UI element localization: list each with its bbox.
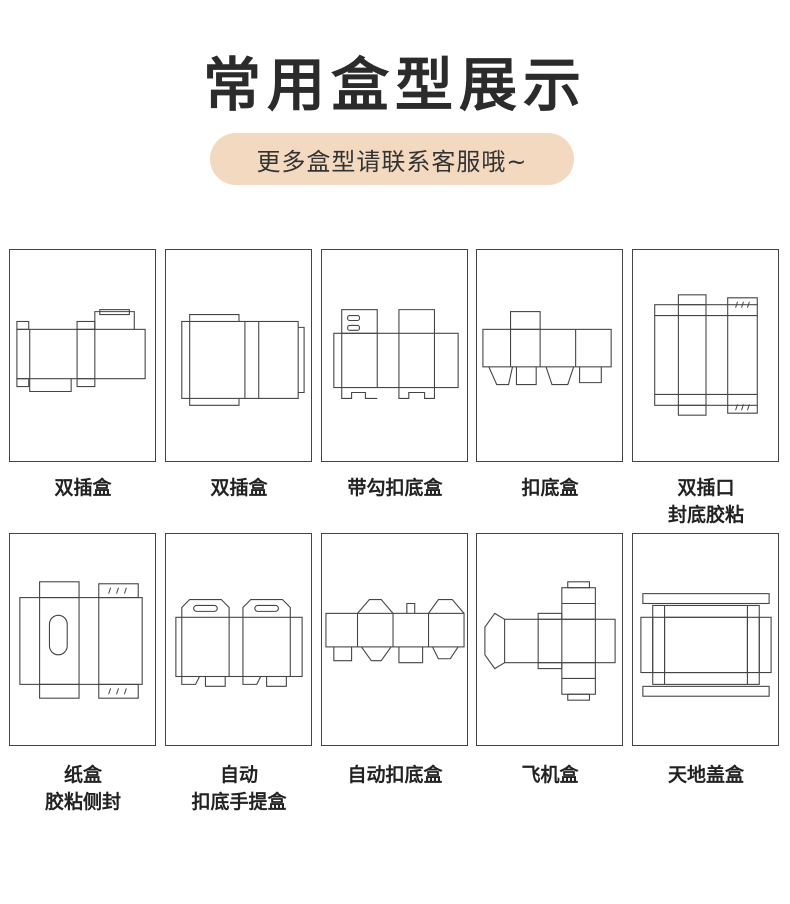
box-label: 飞机盒 bbox=[521, 764, 579, 786]
box-label: 带勾扣底盒 bbox=[347, 477, 443, 499]
box-label: 天地盖盒 bbox=[667, 764, 744, 786]
page-title: 常用盒型展示 bbox=[202, 51, 587, 119]
box-card-lock-bottom[interactable] bbox=[476, 249, 623, 462]
auto-bottom-handle-box-dieline-icon bbox=[175, 599, 303, 687]
box-card-lid-and-base[interactable] bbox=[632, 533, 779, 746]
mailer-box-dieline-icon bbox=[484, 581, 616, 701]
box-label: 双插盒 bbox=[54, 477, 112, 499]
box-label: 自动扣底手提盒 bbox=[191, 764, 287, 813]
glued-side-carton-dieline-icon bbox=[19, 581, 143, 699]
lid-and-base-box-dieline-icon bbox=[640, 593, 772, 697]
box-label: 自动扣底盒 bbox=[347, 764, 443, 786]
hook-lock-bottom-box-dieline-icon bbox=[333, 309, 459, 399]
box-card-auto-bottom-handle[interactable] bbox=[165, 533, 312, 746]
box-label: 纸盒胶粘侧封 bbox=[44, 764, 121, 813]
double-tuck-box-dieline-icon bbox=[181, 314, 305, 406]
box-card-auto-lock-bottom[interactable] bbox=[321, 533, 468, 746]
auto-lock-bottom-box-dieline-icon bbox=[325, 599, 465, 664]
contact-service-text: 更多盒型请联系客服哦~ bbox=[256, 147, 528, 176]
box-card-glued-side-carton[interactable] bbox=[9, 533, 156, 746]
double-tuck-box-dieline-icon bbox=[16, 309, 146, 393]
contact-service-banner[interactable]: 更多盒型请联系客服哦~ bbox=[210, 133, 574, 185]
box-label: 双插盒 bbox=[210, 477, 268, 499]
box-card-double-tuck-1[interactable] bbox=[9, 249, 156, 462]
box-label: 扣底盒 bbox=[521, 477, 579, 499]
tuck-top-glued-bottom-dieline-icon bbox=[654, 294, 758, 416]
box-label: 双插口封底胶粘 bbox=[667, 477, 744, 526]
box-card-double-tuck-2[interactable] bbox=[165, 249, 312, 462]
box-card-tuck-top-glued-bottom[interactable] bbox=[632, 249, 779, 462]
box-card-mailer[interactable] bbox=[476, 533, 623, 746]
box-card-hook-lock-bottom[interactable] bbox=[321, 249, 468, 462]
lock-bottom-box-dieline-icon bbox=[482, 311, 612, 386]
